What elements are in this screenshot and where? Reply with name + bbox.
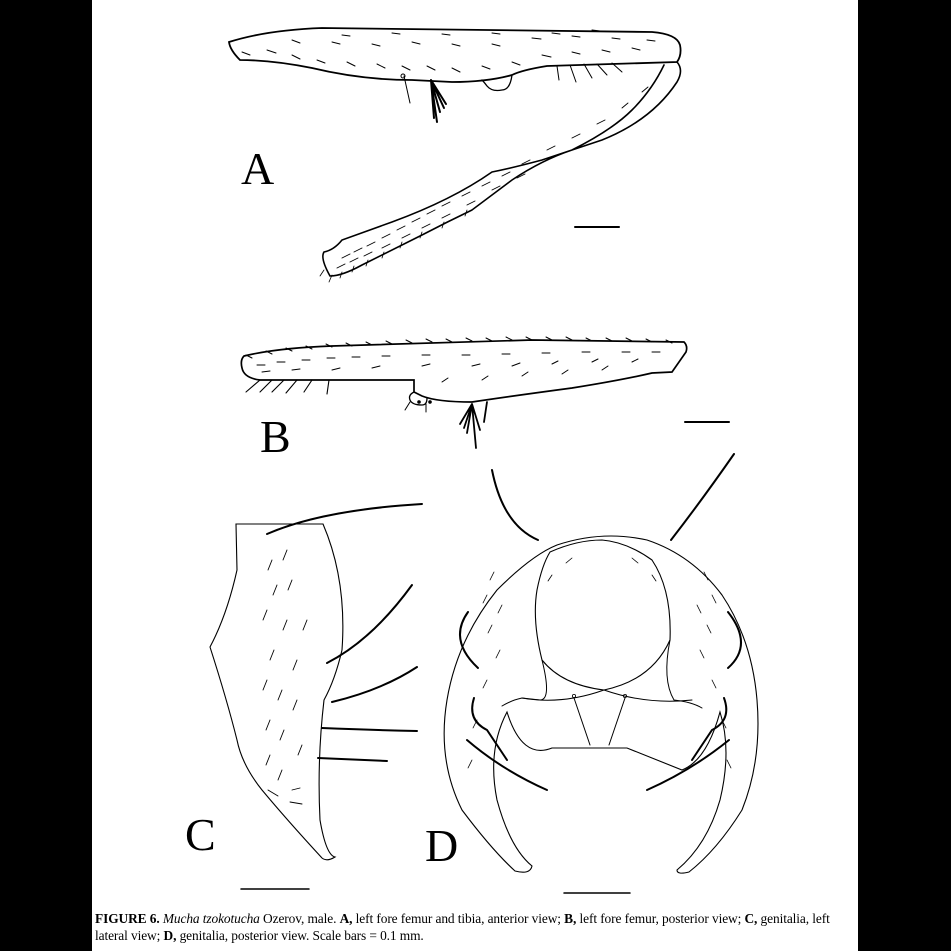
panel-d-label: D [425, 820, 459, 871]
panel-a-label: A [241, 143, 275, 194]
caption-key-c: C, [744, 911, 758, 926]
panel-d-genitalia-posterior [443, 453, 759, 874]
panel-c-label: C [185, 809, 216, 860]
panel-a-femur [228, 27, 682, 123]
panel-b-label: B [260, 411, 291, 462]
figure-drawing [209, 27, 759, 894]
caption-figure-number: FIGURE 6. [95, 911, 160, 926]
caption-author-sex: Ozerov, male. [259, 911, 340, 926]
figure-page: A B C D FIGURE 6. Mucha tzokotucha Ozero… [92, 0, 858, 951]
caption-text-a: left fore femur and tibia, anterior view… [352, 911, 565, 926]
caption-text-c: genitalia, left lateral view; [95, 911, 830, 943]
figure-caption: FIGURE 6. Mucha tzokotucha Ozerov, male.… [95, 910, 859, 944]
panel-b-femur [240, 336, 688, 449]
caption-species: Mucha tzokotucha [162, 911, 260, 926]
caption-key-b: B, [564, 911, 577, 926]
caption-key-d: D, [163, 928, 177, 943]
caption-key-a: A, [339, 911, 353, 926]
caption-text-b: left fore femur, posterior view; [576, 911, 745, 926]
panel-a-tibia [319, 61, 682, 283]
panel-c-genitalia-lateral [209, 503, 423, 861]
caption-text-d: genitalia, posterior view. Scale bars = … [176, 928, 424, 943]
